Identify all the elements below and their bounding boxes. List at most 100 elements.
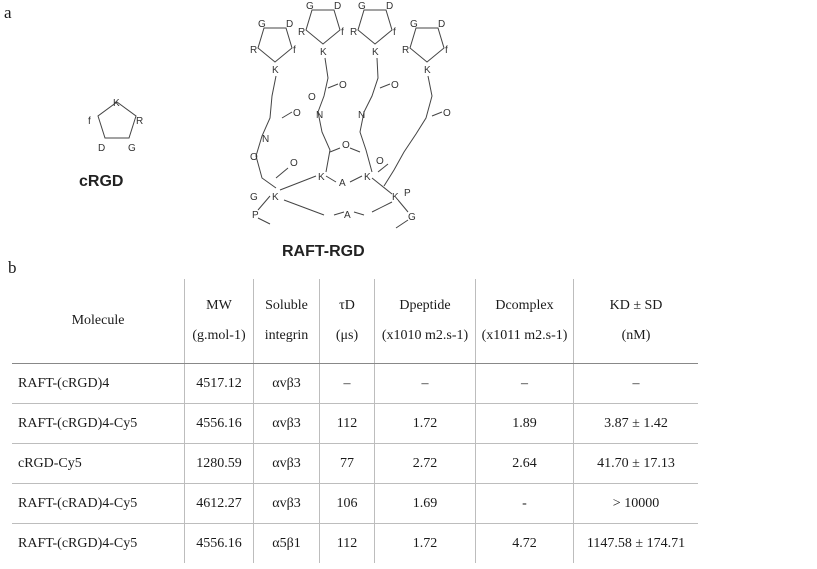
cell-integrin: α5β1 bbox=[253, 523, 320, 563]
peptide-atom: K bbox=[424, 65, 431, 76]
peptide-atom: f bbox=[293, 45, 296, 56]
table-row: RAFT-(cRAD)4-Cy5 4612.27 αvβ3 106 1.69 -… bbox=[12, 483, 698, 524]
raft-cyclic-peptide: G D R f K bbox=[298, 1, 344, 58]
scaffold-atom: G bbox=[408, 212, 416, 223]
cell-integrin: αvβ3 bbox=[253, 443, 320, 484]
peptide-atom: D bbox=[386, 1, 393, 12]
peptide-atom: f bbox=[445, 45, 448, 56]
cell-tau: – bbox=[319, 363, 375, 404]
crgd-caption: cRGD bbox=[79, 173, 123, 190]
cell-integrin: αvβ3 bbox=[253, 403, 320, 444]
scaffold-atom: P bbox=[404, 188, 411, 199]
header-dcomplex: Dcomplex(x1011 m2.s-1) bbox=[475, 279, 574, 364]
crgd-structure: K R G D f cRGD bbox=[79, 98, 143, 190]
linker-atom: O bbox=[443, 108, 451, 119]
cell-molecule: RAFT-(cRGD)4 bbox=[12, 363, 185, 404]
peptide-atom: R bbox=[250, 45, 257, 56]
table-row: cRGD-Cy5 1280.59 αvβ3 77 2.72 2.64 41.70… bbox=[12, 443, 698, 484]
table-row: RAFT-(cRGD)4-Cy5 4556.16 αvβ3 112 1.72 1… bbox=[12, 403, 698, 444]
peptide-atom: G bbox=[258, 19, 266, 30]
peptide-atom: G bbox=[306, 1, 314, 12]
cell-kd: 1147.58 ± 174.71 bbox=[586, 535, 686, 551]
cell-integrin: αvβ3 bbox=[253, 363, 320, 404]
peptide-atom: G bbox=[358, 1, 366, 12]
header-mw: MW(g.mol-1) bbox=[184, 279, 254, 364]
cell-tau: 77 bbox=[319, 443, 375, 484]
scaffold-atom: K bbox=[364, 172, 371, 183]
cell-dcomplex: – bbox=[475, 363, 574, 404]
panel-label-a: a bbox=[4, 3, 12, 22]
peptide-atom: R bbox=[350, 27, 357, 38]
linker-atom: O bbox=[376, 156, 384, 167]
cell-mw: 4556.16 bbox=[184, 403, 254, 444]
cell-molecule: cRGD-Cy5 bbox=[12, 443, 185, 484]
peptide-atom: K bbox=[372, 47, 379, 58]
peptide-atom: R bbox=[402, 45, 409, 56]
peptide-atom: D bbox=[438, 19, 445, 30]
cell-tau: 112 bbox=[319, 403, 375, 444]
linker-atom: N bbox=[358, 110, 365, 121]
cell-dcomplex: - bbox=[475, 483, 574, 524]
panel-label-b: b bbox=[8, 258, 17, 277]
crgd-atom: R bbox=[136, 116, 143, 127]
peptide-atom: K bbox=[320, 47, 327, 58]
crgd-atom: K bbox=[113, 98, 120, 109]
peptide-atom: f bbox=[393, 27, 396, 38]
peptide-atom: G bbox=[410, 19, 418, 30]
cell-kd: > 10000 bbox=[573, 483, 698, 524]
cell-dpeptide: 1.72 bbox=[374, 523, 476, 563]
header-kd: KD ± SD(nM) bbox=[573, 279, 698, 364]
linker-atom: O bbox=[391, 80, 399, 91]
linker-atom: N bbox=[262, 134, 269, 145]
scaffold-atom: G bbox=[250, 192, 258, 203]
peptide-atom: D bbox=[334, 1, 341, 12]
crgd-atom: f bbox=[88, 116, 91, 127]
raft-cyclic-peptide: G D R f K bbox=[250, 19, 296, 76]
linker-atom: O bbox=[342, 140, 350, 151]
cell-kd: 3.87 ± 1.42 bbox=[573, 403, 698, 444]
cell-integrin: αvβ3 bbox=[253, 483, 320, 524]
cell-tau: 106 bbox=[319, 483, 375, 524]
scaffold-atom: K bbox=[318, 172, 325, 183]
raft-rgd-caption: RAFT-RGD bbox=[282, 243, 365, 260]
cell-mw: 4556.16 bbox=[184, 523, 254, 563]
table-row: RAFT-(cRGD)4-Cy5 4556.16 α5β1 112 1.72 4… bbox=[12, 523, 698, 563]
scaffold-atom: K bbox=[272, 192, 279, 203]
cell-kd: – bbox=[573, 363, 698, 404]
scaffold-atom: P bbox=[252, 210, 259, 221]
cell-dcomplex: 4.72 bbox=[475, 523, 574, 563]
raft-cyclic-peptide: G D R f K bbox=[402, 19, 448, 76]
cell-molecule: RAFT-(cRGD)4-Cy5 bbox=[12, 403, 185, 444]
cell-dpeptide: 1.69 bbox=[374, 483, 476, 524]
raft-linkers: O N O N O O N O O O O O bbox=[250, 57, 451, 189]
linker-atom: O bbox=[250, 152, 258, 163]
scaffold-atom: K bbox=[392, 192, 399, 203]
cell-molecule: RAFT-(cRAD)4-Cy5 bbox=[12, 483, 185, 524]
raft-rgd-structure: G D R f K G D R f K G D R f K G D R f bbox=[250, 1, 451, 260]
linker-atom: O bbox=[293, 108, 301, 119]
cell-mw: 4517.12 bbox=[184, 363, 254, 404]
crgd-atom: G bbox=[128, 143, 136, 154]
cell-kd: 41.70 ± 17.13 bbox=[573, 443, 698, 484]
cell-dcomplex: 1.89 bbox=[475, 403, 574, 444]
header-dpeptide: Dpeptide(x1010 m2.s-1) bbox=[374, 279, 476, 364]
crgd-atom: D bbox=[98, 143, 105, 154]
cell-mw: 4612.27 bbox=[184, 483, 254, 524]
header-molecule: Molecule bbox=[12, 279, 185, 364]
cell-tau: 112 bbox=[319, 523, 375, 563]
linker-atom: N bbox=[316, 110, 323, 121]
scaffold-atom: A bbox=[339, 178, 346, 189]
peptide-atom: D bbox=[286, 19, 293, 30]
linker-atom: O bbox=[290, 158, 298, 169]
raft-cyclic-peptide: G D R f K bbox=[350, 1, 396, 58]
linker-atom: O bbox=[308, 92, 316, 103]
peptide-atom: K bbox=[272, 65, 279, 76]
peptide-atom: f bbox=[341, 27, 344, 38]
cell-mw: 1280.59 bbox=[184, 443, 254, 484]
scaffold-atom: A bbox=[344, 210, 351, 221]
cell-molecule: RAFT-(cRGD)4-Cy5 bbox=[12, 523, 185, 563]
header-tau: τD(μs) bbox=[319, 279, 375, 364]
raft-scaffold: K A K K A K G P P G bbox=[250, 172, 416, 229]
